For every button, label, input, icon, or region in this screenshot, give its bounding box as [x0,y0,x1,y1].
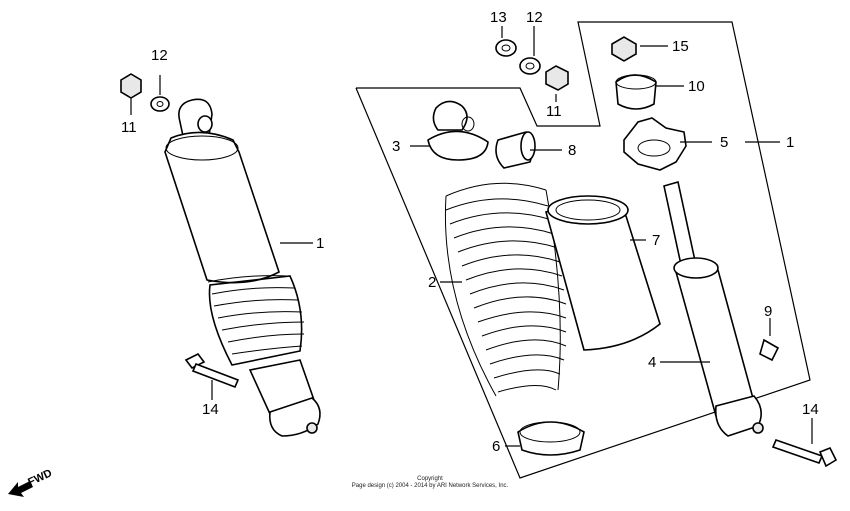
callout-15: 15 [672,38,689,55]
callout-6: 6 [492,438,500,455]
callout-left-1: 1 [316,235,324,252]
callout-11: 11 [546,103,562,120]
arrow-icon [8,481,33,497]
exploded-view [355,21,838,479]
right-leader-lines [410,26,813,447]
callout-5: 5 [720,134,728,151]
left-leader-lines [130,75,313,400]
forward-arrow: FWD [8,467,54,497]
callout-7: 7 [652,232,660,249]
callout-10: 10 [688,78,705,95]
callout-8: 8 [568,142,576,159]
callout-4: 4 [648,354,656,371]
callout-labels: 1 11 12 14 1 2 3 4 5 6 7 8 9 10 11 12 13… [121,9,819,455]
callout-left-11: 11 [121,119,137,136]
callout-12: 12 [526,9,543,26]
callout-left-14: 14 [202,401,219,418]
copyright-line-1: Copyright [417,476,443,482]
assembled-shock-absorber [120,73,321,437]
copyright-notice: Copyright Page design (c) 2004 - 2014 by… [330,476,530,490]
callout-2: 2 [428,274,436,291]
callout-right-1: 1 [786,134,794,151]
callout-9: 9 [764,303,772,320]
copyright-line-2: Page design (c) 2004 - 2014 by ARI Netwo… [351,483,509,489]
callout-left-12: 12 [151,47,168,64]
callout-13: 13 [490,9,507,26]
callout-14: 14 [802,401,819,418]
fwd-label: FWD [26,467,54,488]
callout-3: 3 [392,138,400,155]
